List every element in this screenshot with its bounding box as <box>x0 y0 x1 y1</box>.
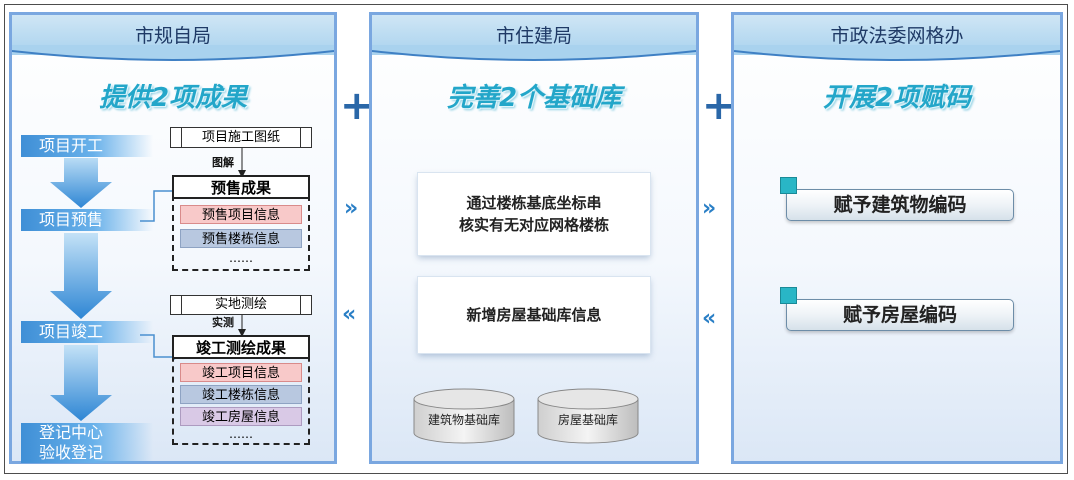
down-arrow-icon <box>238 148 246 178</box>
field-survey-label: 实地测绘 <box>214 297 267 312</box>
panel-header: 市规自局 <box>12 15 334 65</box>
source-drawings-box: 项目施工图纸 <box>170 127 312 148</box>
house-code-box: 赋予房屋编码 <box>786 299 1014 331</box>
completion-results-group: 竣工测绘成果 竣工项目信息 竣工楼栋信息 竣工房屋信息 …… <box>172 335 310 445</box>
panel-header: 市政法委网格办 <box>734 15 1060 65</box>
bullet-square-icon <box>780 287 797 304</box>
database-icon <box>413 388 515 444</box>
panel-subtitle: 开展2项赋码 <box>822 83 972 113</box>
completion-tag: 实测 <box>212 316 234 329</box>
completion-building-info: 竣工楼栋信息 <box>180 385 302 404</box>
down-arrow-icon <box>50 158 112 208</box>
panel-subtitle: 提供2项成果 <box>98 83 248 113</box>
panel-planning-bureau: 市规自局 提供2项成果 项目开工 项目预售 项目竣工 登记中心 验收登记 项目施… <box>9 12 337 464</box>
plus-icon: + <box>702 83 736 129</box>
stage-presale: 项目预售 <box>21 209 153 231</box>
add-housing-card: 新增房屋基础库信息 <box>418 277 650 353</box>
source-drawings-label: 项目施工图纸 <box>201 130 280 145</box>
panel-title: 市住建局 <box>495 25 572 47</box>
panel-subtitle: 完善2个基础库 <box>446 83 622 113</box>
down-arrow-icon <box>238 315 246 337</box>
stage-registration-center: 登记中心 <box>21 423 153 443</box>
panel-grid-office: 市政法委网格办 开展2项赋码 赋予建筑物编码 赋予房屋编码 <box>731 12 1063 464</box>
completion-results-title: 竣工测绘成果 <box>172 335 310 359</box>
presale-results-title: 预售成果 <box>172 175 310 199</box>
panel-housing-bureau: 市住建局 完善2个基础库 通过楼栋基底坐标串 核实有无对应网格楼栋 新增房屋基础… <box>369 12 699 464</box>
field-survey-box: 实地测绘 <box>170 295 312 315</box>
stage-acceptance-registration: 验收登记 <box>21 443 153 463</box>
building-code-box: 赋予建筑物编码 <box>786 189 1014 221</box>
plus-icon: + <box>340 83 374 129</box>
diagram-frame <box>4 4 1068 474</box>
stage-project-start: 项目开工 <box>21 135 153 157</box>
forward-chevron-icon: » <box>702 196 717 221</box>
panel-title: 市规自局 <box>134 25 211 47</box>
stage-completion: 项目竣工 <box>21 321 153 343</box>
verify-buildings-card: 通过楼栋基底坐标串 核实有无对应网格楼栋 <box>418 173 650 255</box>
panel-title: 市政法委网格办 <box>830 25 964 47</box>
completion-project-info: 竣工项目信息 <box>180 363 302 382</box>
down-arrow-icon <box>50 233 112 319</box>
presale-more: …… <box>229 251 253 265</box>
presale-tag: 图解 <box>212 156 234 169</box>
header-wave <box>734 45 1060 61</box>
completion-house-info: 竣工房屋信息 <box>180 407 302 426</box>
presale-results-group: 预售成果 预售项目信息 预售楼栋信息 …… <box>172 175 310 271</box>
completion-more: …… <box>229 427 253 441</box>
presale-building-info: 预售楼栋信息 <box>180 229 302 248</box>
forward-chevron-icon: » <box>344 196 359 221</box>
verify-line-1: 通过楼栋基底坐标串 <box>466 194 602 212</box>
panel-header: 市住建局 <box>372 15 696 65</box>
add-housing-label: 新增房屋基础库信息 <box>466 306 602 324</box>
database-icon <box>537 388 639 444</box>
header-wave <box>12 45 334 61</box>
building-db-label: 建筑物基础库 <box>427 413 500 427</box>
presale-project-info: 预售项目信息 <box>180 205 302 224</box>
verify-line-2: 核实有无对应网格楼栋 <box>458 216 609 234</box>
header-wave <box>372 45 696 61</box>
backward-chevron-icon: « <box>342 302 357 327</box>
bullet-square-icon <box>780 177 797 194</box>
backward-chevron-icon: « <box>702 306 717 331</box>
down-arrow-icon <box>50 345 112 421</box>
house-db-label: 房屋基础库 <box>557 413 618 427</box>
